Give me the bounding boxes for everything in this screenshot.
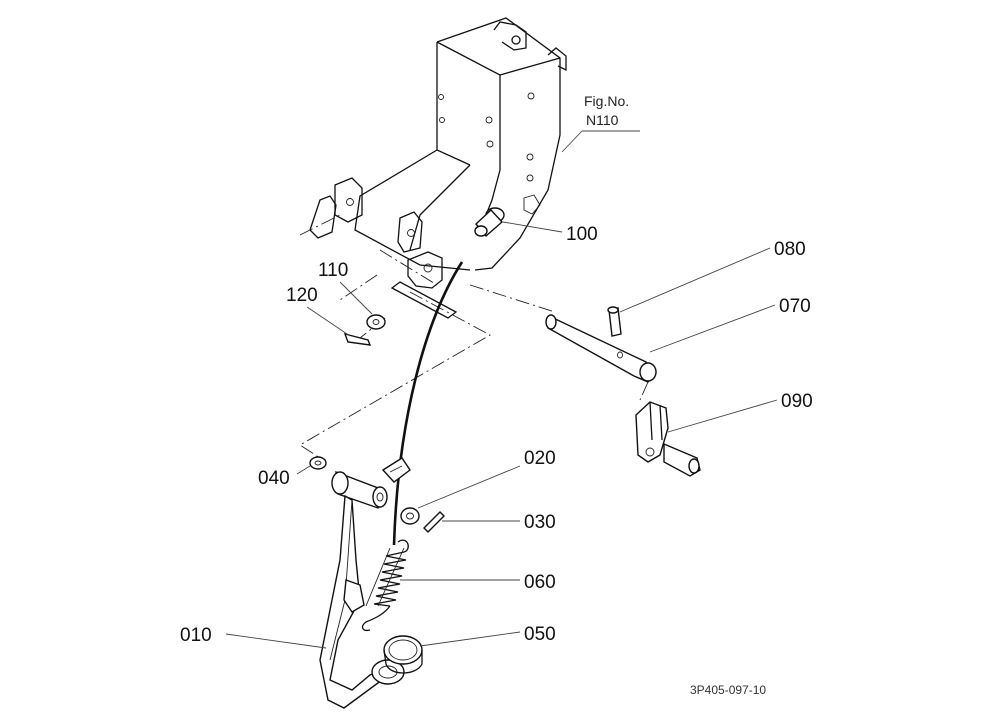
part-100-clevis-pin [474, 207, 505, 237]
figure-number-box: Fig.No. N110 [561, 93, 640, 153]
callout-010: 010 [180, 625, 212, 646]
fig-no-number: N110 [586, 112, 619, 128]
part-120-cotter-pin [343, 332, 372, 346]
callout-080: 080 [774, 239, 806, 260]
part-060-return-spring [361, 539, 409, 632]
callout-040: 040 [258, 468, 290, 489]
part-080-spring-pin [607, 306, 622, 337]
callout-070: 070 [779, 296, 811, 317]
part-010-pedal-arm [319, 457, 411, 709]
callout-050: 050 [524, 624, 556, 645]
callout-110: 110 [318, 260, 348, 281]
part-070-shaft [545, 314, 657, 383]
callout-120: 120 [286, 285, 318, 306]
callout-090: 090 [781, 391, 813, 412]
frame-bracket [299, 17, 567, 459]
control-cable [392, 261, 464, 546]
callout-060: 060 [524, 572, 556, 593]
callout-020: 020 [524, 448, 556, 469]
drawing-code: 3P405-097-10 [690, 683, 766, 697]
callout-030: 030 [524, 512, 556, 533]
part-040-snap-ring [309, 456, 327, 470]
fig-no-label: Fig.No. [584, 93, 629, 109]
part-020-washer [400, 507, 420, 525]
part-090-yoke [635, 381, 701, 477]
part-050-pedal-rubber [383, 635, 423, 674]
callout-labels: 100 110 120 080 070 090 040 020 030 060 … [180, 224, 813, 646]
part-030-cotter-pin [423, 511, 445, 533]
part-110-washer [366, 314, 386, 330]
callout-100: 100 [566, 224, 598, 245]
